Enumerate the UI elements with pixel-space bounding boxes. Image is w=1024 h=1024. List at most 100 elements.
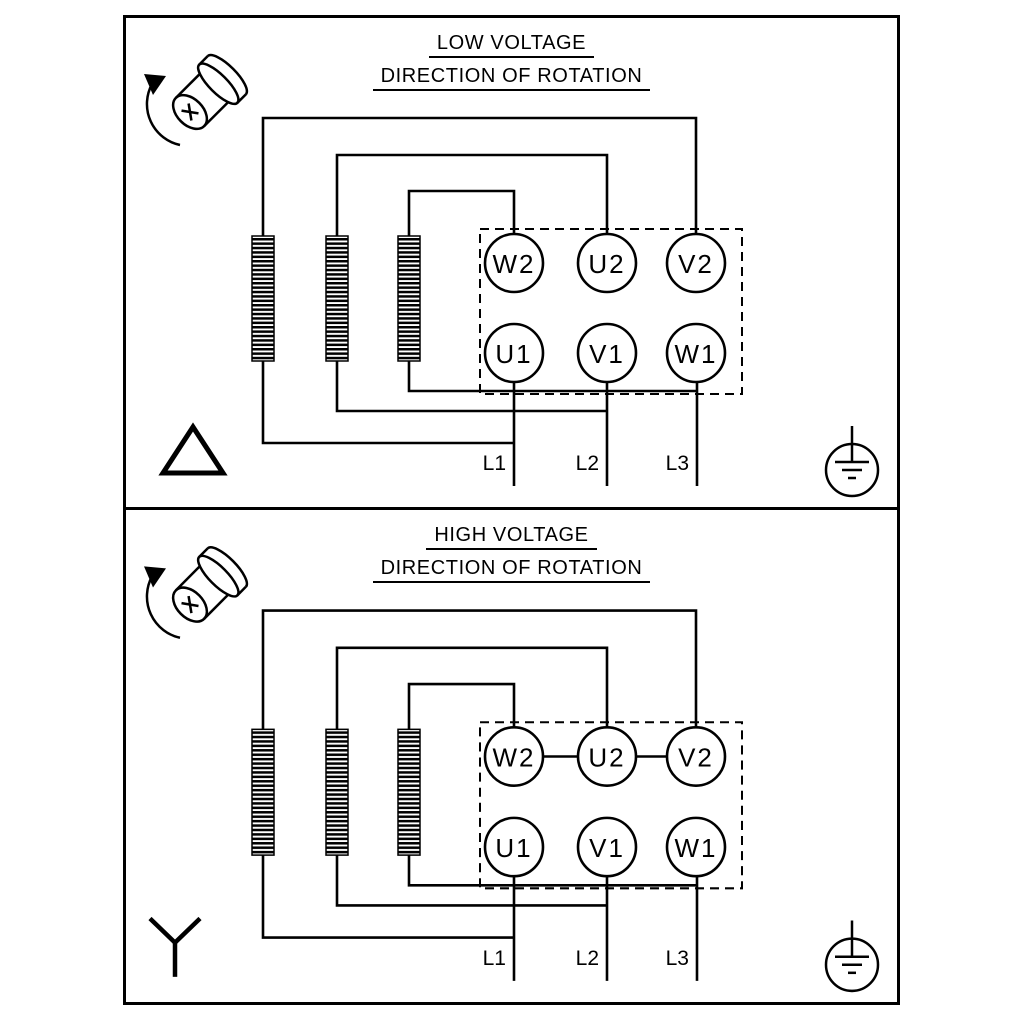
terminal-label-U1: U1: [495, 339, 532, 369]
terminal-label-W2: W2: [493, 249, 536, 279]
terminal-label-W2: W2: [493, 742, 536, 772]
stator-windings: [251, 235, 421, 362]
panel-subtitle-row: DIRECTION OF ROTATION: [126, 63, 897, 91]
rotation-arrow-arc: [145, 575, 181, 640]
flange-side-bottom: [236, 585, 247, 597]
wire-coil2-top: [335, 153, 609, 236]
panel-title-row: HIGH VOLTAGE: [126, 522, 897, 550]
earth-ground-icon: [824, 920, 880, 993]
terminal-V2: V2: [665, 232, 727, 294]
winding-coil-3: [397, 728, 421, 856]
flange-side-bottom: [236, 93, 247, 104]
rotation-arrow-arc: [145, 83, 181, 147]
panel-title-block: LOW VOLTAGE DIRECTION OF ROTATION: [126, 18, 897, 91]
winding-coil-1: [251, 728, 275, 856]
star-symbol: [148, 916, 202, 977]
terminal-circle-U1: [483, 816, 545, 878]
stator-windings: [251, 728, 421, 856]
terminal-label-V2: V2: [678, 249, 714, 279]
terminal-W2: W2: [483, 232, 545, 294]
winding-coil-3: [397, 235, 421, 362]
shaft-side-top: [174, 72, 201, 99]
line-label-L3: L3: [666, 947, 689, 970]
wire-coil1-bottom: [261, 855, 514, 939]
line-label-L2: L2: [576, 947, 599, 970]
terminal-U2: U2: [576, 232, 638, 294]
panel-title-row: LOW VOLTAGE: [126, 30, 897, 58]
wire-coil1-top: [261, 116, 698, 236]
panel-low-voltage: LOW VOLTAGE DIRECTION OF ROTATION: [123, 15, 900, 510]
wiring: [261, 116, 699, 486]
terminal-V1: V1: [576, 322, 638, 384]
terminal-V1: V1: [576, 816, 638, 878]
wire-coil3-top: [407, 189, 516, 236]
flange-side-top: [198, 547, 209, 558]
terminal-V2: V2: [665, 726, 727, 787]
delta-symbol: [158, 422, 228, 476]
line-label-L1: L1: [483, 452, 506, 475]
panel-title-block: HIGH VOLTAGE DIRECTION OF ROTATION: [126, 510, 897, 583]
star-arm-right: [173, 916, 202, 945]
winding-coil-2: [325, 728, 349, 856]
terminal-label-W1: W1: [675, 339, 718, 369]
low-voltage-schematic: W2 U2 V2 U1 V1 W1 L1 L2 L3: [144, 53, 880, 498]
shaft-face-cross: [187, 103, 193, 121]
terminal-label-V2: V2: [678, 742, 714, 772]
wire-coil3-bottom: [407, 855, 697, 887]
terminal-circle-W1: [665, 816, 727, 878]
terminal-block-outline: [479, 228, 743, 395]
high-voltage-schematic: W2 U2 V2 U1 V1 W1 L1 L2 L3: [144, 546, 880, 993]
motor-shaft-rotation-icon: [144, 53, 249, 147]
terminal-circle-U1: [483, 322, 545, 384]
terminal-circle-W2: [483, 726, 545, 787]
winding-coil-1: [251, 235, 275, 362]
terminal-label-V1: V1: [589, 339, 625, 369]
wire-coil1-bottom: [261, 361, 514, 445]
terminal-circle-V1: [576, 816, 638, 878]
wire-coil2-bottom: [335, 361, 607, 413]
terminal-U2: U2: [576, 726, 638, 787]
wire-coil1-top: [261, 609, 698, 730]
flange-back: [206, 53, 249, 96]
wire-coil3-bottom: [407, 361, 697, 393]
terminal-W1: W1: [665, 816, 727, 878]
terminal-label-U2: U2: [588, 742, 625, 772]
line-label-L1: L1: [483, 947, 506, 970]
terminal-label-W1: W1: [675, 833, 718, 863]
terminal-U1: U1: [483, 322, 545, 384]
line-label-L3: L3: [666, 452, 689, 475]
terminal-label-V1: V1: [589, 833, 625, 863]
shaft-side-bottom: [203, 101, 230, 128]
shaft-side-bottom: [203, 593, 230, 620]
flange-side-top: [198, 55, 209, 66]
terminal-circle-W1: [665, 322, 727, 384]
wire-coil3-top: [407, 682, 516, 730]
motor-shaft-rotation-icon: [144, 546, 249, 640]
star-arm-left: [148, 916, 177, 945]
panel-title: LOW VOLTAGE: [428, 30, 595, 58]
winding-coil-2: [325, 235, 349, 362]
terminal-circle-W2: [483, 232, 545, 294]
earth-ground-icon: [824, 426, 880, 498]
line-label-L2: L2: [576, 452, 599, 475]
panel-subtitle: DIRECTION OF ROTATION: [372, 63, 651, 91]
rotation-arrow-head: [144, 74, 166, 95]
shaft-face-cross: [187, 595, 193, 614]
panel-high-voltage: HIGH VOLTAGE DIRECTION OF ROTATION: [123, 507, 900, 1005]
terminal-circle-V1: [576, 322, 638, 384]
terminal-W1: W1: [665, 322, 727, 384]
terminal-circle-V2: [665, 726, 727, 787]
terminal-label-U1: U1: [495, 833, 532, 863]
terminal-U1: U1: [483, 816, 545, 878]
rotation-arrow-head: [144, 566, 166, 588]
panel-subtitle-row: DIRECTION OF ROTATION: [126, 555, 897, 583]
terminal-circle-U2: [576, 726, 638, 787]
terminal-circle-V2: [665, 232, 727, 294]
wire-coil2-bottom: [335, 855, 607, 907]
terminal-circle-U2: [576, 232, 638, 294]
panel-title: HIGH VOLTAGE: [426, 522, 597, 550]
wire-coil2-top: [335, 646, 609, 730]
terminal-label-U2: U2: [588, 249, 625, 279]
terminal-block-outline: [479, 721, 743, 890]
panel-subtitle: DIRECTION OF ROTATION: [372, 555, 651, 583]
